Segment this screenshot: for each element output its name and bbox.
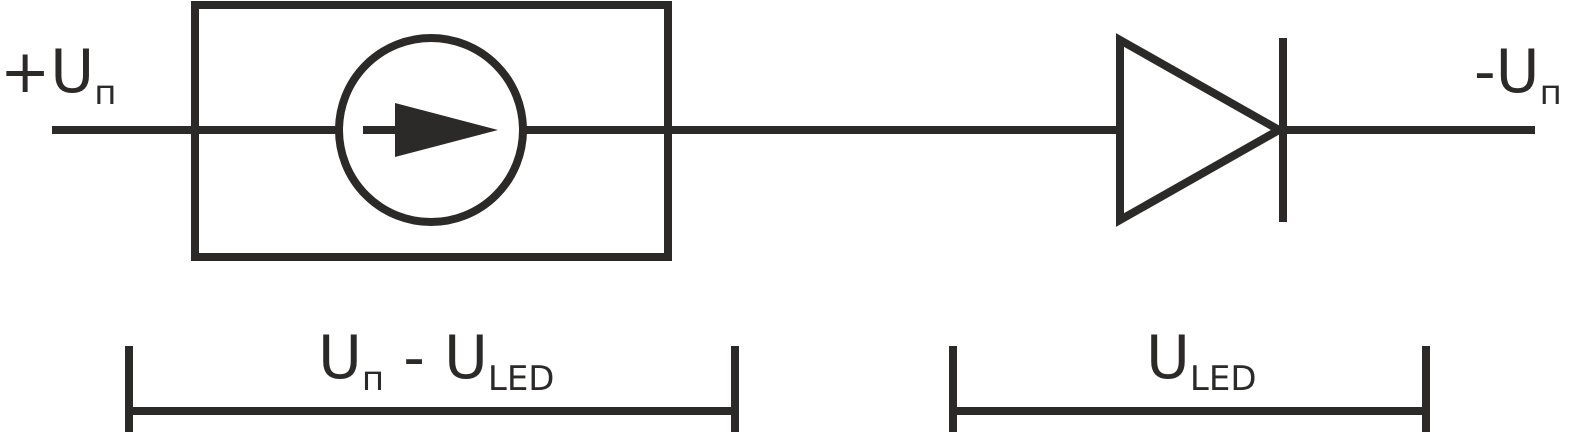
current-source-arrowhead — [395, 103, 498, 157]
bracket-driver-voltage — [125, 346, 739, 432]
led-diode-triangle — [1116, 33, 1288, 227]
positive-supply-label: +Uп — [0, 37, 116, 113]
driver-box — [191, 1, 672, 261]
negative-supply-label: -Uп — [1474, 37, 1562, 113]
bracket-led-voltage — [949, 346, 1430, 432]
driver-voltage-label: Uп - ULED — [318, 323, 554, 399]
led-voltage-label: ULED — [1146, 323, 1257, 399]
